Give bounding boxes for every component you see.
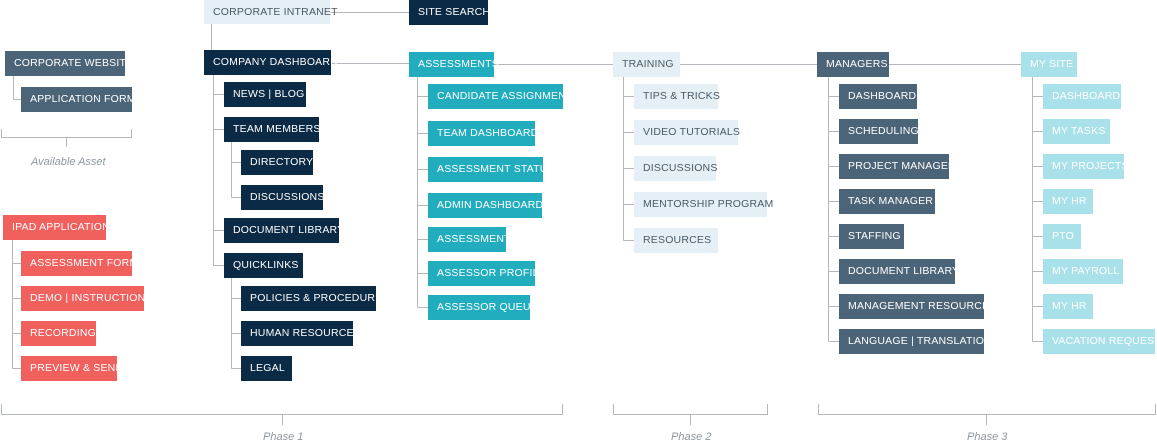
caption-phase-2: Phase 2 [671, 431, 712, 443]
node-my-site: MY SITE [1021, 52, 1077, 77]
connector-line [213, 75, 224, 266]
node-my-payroll: MY PAYROLL [1043, 259, 1123, 284]
node-assessor-profile: ASSESSOR PROFILE [428, 261, 546, 286]
node-tips-tricks: TIPS & TRICKS [634, 84, 720, 109]
connector-line [818, 404, 1156, 425]
node-corporate-website: CORPORATE WEBSITE [5, 51, 133, 76]
node-company-dashboard: COMPANY DASHBOARD [204, 50, 338, 75]
node-video-tutorials: VIDEO TUTORIALS [634, 120, 740, 145]
node-vacation-request: VACATION REQUEST [1043, 329, 1157, 354]
node-site-search: SITE SEARCH [409, 0, 490, 25]
node-resources: RESOURCES [634, 228, 718, 253]
node-candidate-assignment: CANDIDATE ASSIGNMENT [428, 84, 572, 109]
node-task-manager: TASK MANAGER [839, 189, 935, 214]
node-my-tasks: MY TASKS [1043, 119, 1110, 144]
caption-phase-1: Phase 1 [263, 431, 304, 443]
node-assessments: ASSESSMENTS [409, 52, 499, 77]
node-preview-send: PREVIEW & SEND [21, 356, 123, 381]
node-ipad-application: IPAD APPLICATION [3, 215, 110, 240]
node-management-resources: MANAGEMENT RESOURCES [839, 294, 996, 319]
node-policies-procedures: POLICIES & PROCEDURES [241, 286, 389, 311]
node-recording: RECORDING [21, 321, 96, 346]
node-document-library-managers: DOCUMENT LIBRARY [839, 259, 959, 284]
node-dashboard-mysite: DASHBOARD [1043, 84, 1121, 109]
node-human-resources: HUMAN RESOURCES [241, 321, 361, 346]
connector-line [1, 129, 132, 147]
node-assessor-queue: ASSESSOR QUEUE [428, 295, 538, 320]
caption-available-asset: Available Asset [31, 156, 106, 168]
node-mentorship-program: MENTORSHIP PROGRAM [634, 192, 773, 217]
node-training: TRAINING [613, 52, 680, 77]
connector-line [1, 404, 563, 425]
node-team-members: TEAM MEMBERS [224, 117, 320, 142]
node-assessment: ASSESSMENT [428, 227, 511, 252]
connector-line [623, 77, 634, 241]
connector-line [417, 77, 428, 308]
connector-line [828, 77, 839, 342]
node-news-blog: NEWS | BLOG [224, 82, 306, 107]
node-language-translation: LANGUAGE | TRANSLATION [839, 329, 992, 354]
node-legal: LEGAL [241, 356, 292, 381]
node-quicklinks: QUICKLINKS [224, 253, 303, 278]
node-directory: DIRECTORY [241, 150, 313, 175]
caption-phase-3: Phase 3 [967, 431, 1008, 443]
node-assessment-form: ASSESSMENT FORM [21, 251, 138, 276]
node-pto: PTO [1043, 224, 1081, 249]
connector-line [12, 240, 21, 369]
node-team-dashboard: TEAM DASHBOARD [428, 121, 538, 146]
node-corporate-intranet: CORPORATE INTRANET [204, 0, 338, 24]
connector-line [231, 278, 241, 369]
node-document-library-company: DOCUMENT LIBRARY [224, 218, 344, 243]
connector-line [231, 142, 241, 198]
node-managers: MANAGERS [817, 52, 889, 77]
node-discussions-training: DISCUSSIONS [634, 156, 717, 181]
node-application-form: APPLICATION FORM [21, 87, 135, 112]
node-admin-dashboard: ADMIN DASHBOARD [428, 193, 543, 218]
node-my-projects: MY PROJECTS [1043, 154, 1128, 179]
node-my-hr-2: MY HR [1043, 294, 1093, 319]
node-my-hr-1: MY HR [1043, 189, 1093, 214]
connector-line [13, 76, 21, 100]
node-staffing: STAFFING [839, 224, 904, 249]
node-project-manager: PROJECT MANAGER [839, 154, 956, 179]
connector-line [613, 404, 768, 425]
node-demo-instructions: DEMO | INSTRUCTIONS [21, 286, 152, 311]
node-dashboard-managers: DASHBOARD [839, 84, 917, 109]
node-discussions-team: DISCUSSIONS [241, 185, 324, 210]
node-assessment-status: ASSESSMENT STATUS [428, 157, 555, 182]
node-scheduling: SCHEDULING [839, 119, 919, 144]
connector-line [1032, 77, 1043, 342]
